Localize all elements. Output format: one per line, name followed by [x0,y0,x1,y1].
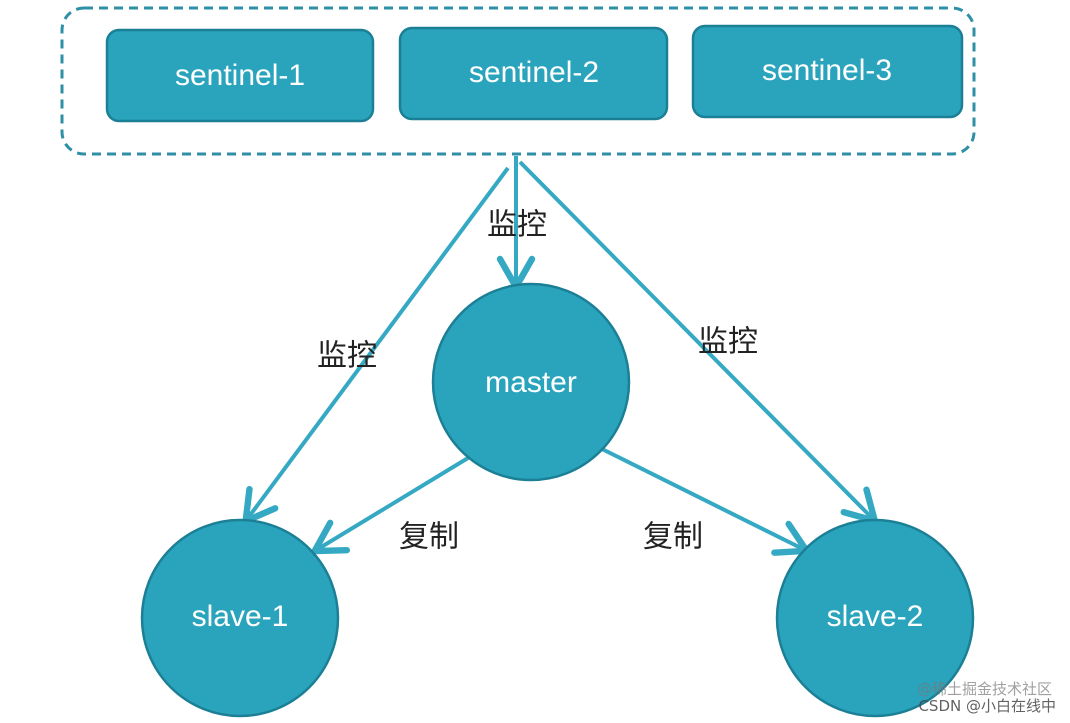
sentinel-2-label: sentinel-2 [469,56,599,89]
monitor-arrow-slave-1 [242,166,510,525]
sentinel-1-label: sentinel-1 [175,59,305,92]
watermark-csdn: CSDN @小白在线中 [918,697,1056,715]
monitor-master-label: 监控 [487,208,547,243]
sentinel-node-3: sentinel-3 [691,24,964,119]
sentinel-3-label: sentinel-3 [762,54,892,87]
slave-node-1: slave-1 [140,518,340,718]
sentinel-group-border [60,6,976,156]
replicate-slave-1-label: 复制 [399,520,459,555]
slave-1-label: slave-1 [192,600,289,633]
slave-node-2: slave-2 [775,518,975,718]
sentinel-node-1: sentinel-1 [105,28,375,123]
master-node: master [431,282,631,482]
replicate-arrow-slave-2 [599,446,810,556]
replicate-arrow-slave-1 [311,456,470,555]
master-label: master [485,366,577,399]
monitor-arrow-slave-2 [518,160,879,525]
sentinel-node-2: sentinel-2 [398,26,669,121]
monitor-slave-1-label: 监控 [317,339,377,374]
watermark-juejin: @稀土掘金技术社区 [916,680,1052,698]
monitor-slave-2-label: 监控 [698,325,758,360]
slave-2-label: slave-2 [827,600,924,633]
replicate-slave-2-label: 复制 [643,520,703,555]
